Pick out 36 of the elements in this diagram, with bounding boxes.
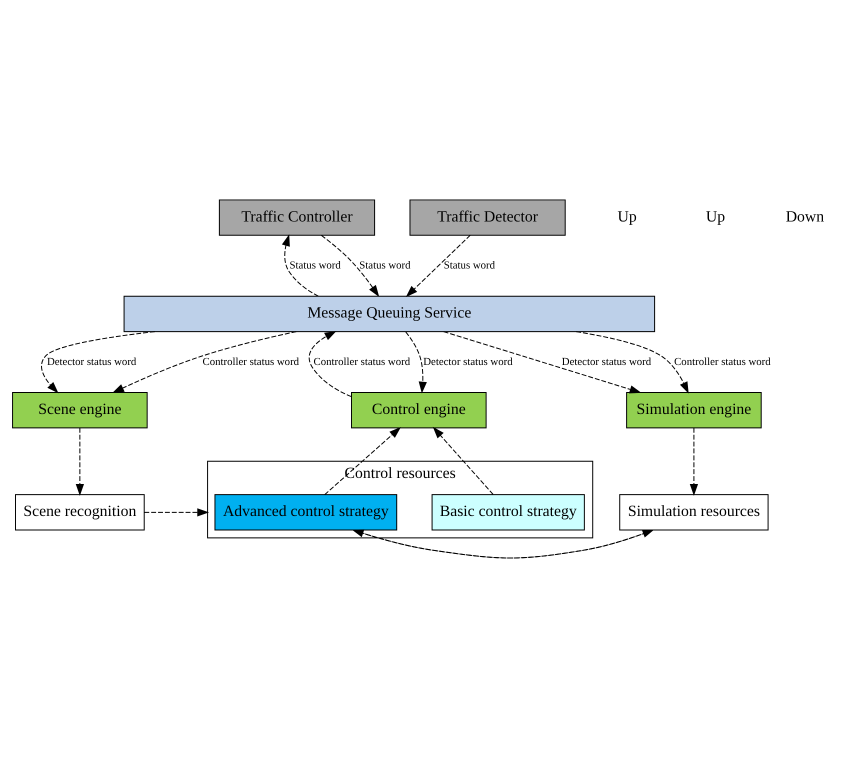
- arrow: [144, 508, 210, 516]
- label: Up: [618, 208, 637, 226]
- node-box: Traffic Detector: [409, 199, 566, 236]
- arrow: [324, 427, 401, 496]
- node-box: Basic control strategy: [432, 494, 585, 531]
- arrow: [112, 331, 297, 394]
- node-box: Advanced control strategy: [214, 494, 398, 531]
- arrow: [432, 426, 494, 495]
- arrow: [282, 234, 319, 297]
- edge-label: Detector status word: [46, 356, 136, 368]
- arrow: [690, 427, 698, 496]
- node-box: Scene engine: [12, 392, 148, 428]
- arrow: [76, 427, 84, 496]
- arrow: [576, 331, 689, 394]
- arrow: [406, 234, 471, 298]
- node-box: Message Queuing Service: [124, 296, 656, 332]
- node-box: Traffic Controller: [218, 199, 376, 236]
- edge-label: Detector status word: [423, 356, 513, 368]
- label: Down: [786, 208, 824, 226]
- node-box: Simulation resources: [619, 494, 769, 531]
- label: Up: [706, 208, 726, 226]
- edge-label: Controller status word: [202, 356, 300, 368]
- node-box: Control engine: [351, 392, 487, 428]
- arrow: [443, 331, 642, 394]
- edge-label: Status word: [359, 260, 411, 272]
- arrow: [405, 331, 427, 394]
- arrow: [41, 331, 156, 394]
- arrow: [308, 331, 352, 398]
- edge-label: Detector status word: [562, 356, 652, 368]
- edge-label: Status word: [290, 260, 341, 272]
- edge-label: Controller status word: [314, 356, 410, 368]
- node-box: Scene recognition: [15, 494, 145, 531]
- node-box: Simulation engine: [626, 392, 762, 428]
- edge-label: Controller status word: [674, 356, 771, 368]
- arrow: [320, 234, 380, 297]
- edge-label: Status word: [444, 260, 496, 272]
